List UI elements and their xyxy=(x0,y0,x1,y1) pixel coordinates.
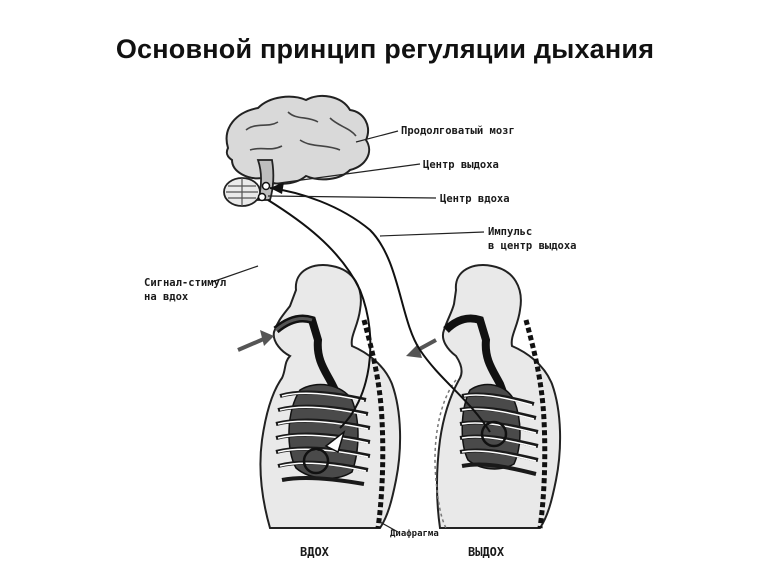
label-signal-line1: Сигнал-стимул xyxy=(144,277,226,289)
cerebellum xyxy=(223,177,261,207)
inhale-diaphragm-circle xyxy=(302,447,330,475)
label-impulse-line2: в центр выдоха xyxy=(488,240,577,252)
leader-lines xyxy=(211,130,485,533)
inhale-torso-illustration xyxy=(237,264,402,529)
inhale-center-dot xyxy=(257,192,267,202)
exhale-torso-illustration xyxy=(406,264,562,529)
slide-title: Основной принцип регуляции дыхания xyxy=(115,34,655,64)
label-impulse-line1: Импульс xyxy=(488,226,532,238)
caption-inhale: ВДОХ xyxy=(300,545,330,559)
label-medulla: Продолговатый мозг xyxy=(401,125,515,137)
exhale-center-dot xyxy=(261,181,271,191)
caption-exhale: ВЫДОХ xyxy=(468,545,505,559)
exhale-diaphragm-circle xyxy=(480,420,508,448)
nerve-pathways xyxy=(267,182,491,433)
label-inhale-center: Центр вдоха xyxy=(440,193,510,205)
label-diaphragm: Диафрагма xyxy=(390,529,439,539)
label-signal-line2: на вдох xyxy=(144,291,189,303)
brain-illustration xyxy=(223,94,371,207)
label-exhale-center: Центр выдоха xyxy=(423,159,499,171)
